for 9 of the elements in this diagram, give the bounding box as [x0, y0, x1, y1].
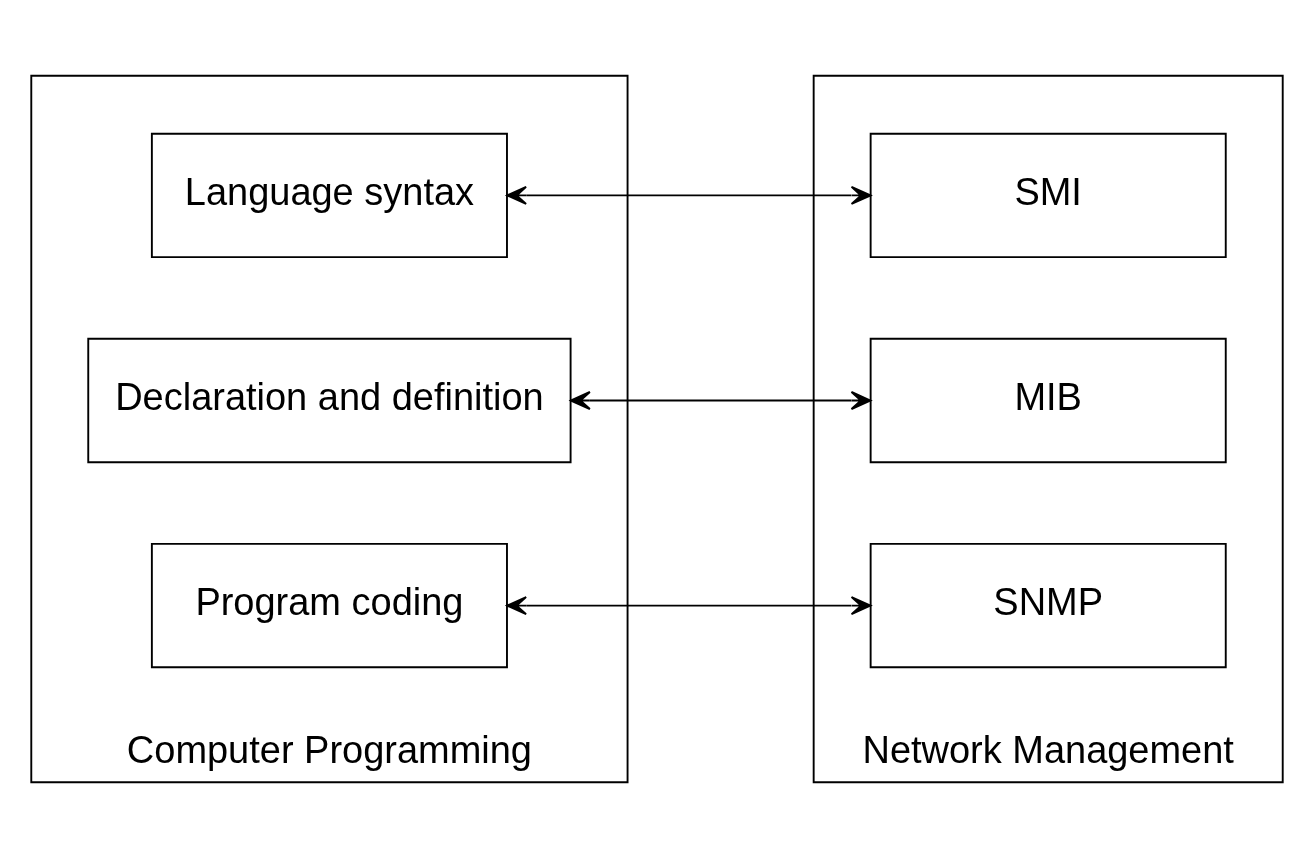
node-box: Language syntax — [150, 132, 508, 258]
node-box: SMI — [869, 132, 1227, 258]
node-box: Declaration and definition — [87, 337, 572, 463]
arrow — [569, 390, 872, 410]
node-box: MIB — [869, 337, 1227, 463]
node-box: SNMP — [869, 542, 1227, 668]
arrow — [506, 595, 872, 615]
arrow — [506, 185, 872, 205]
node-box: Program coding — [150, 542, 508, 668]
